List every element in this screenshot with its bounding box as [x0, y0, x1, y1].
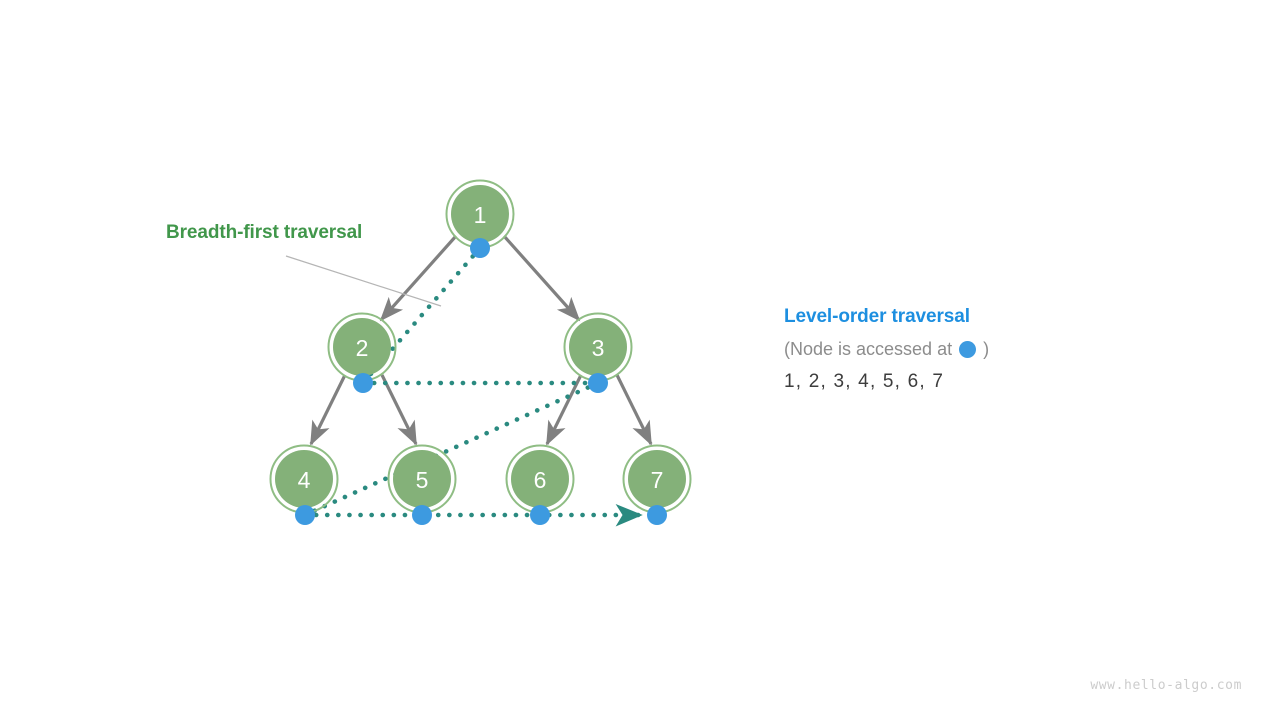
node-2-label: 2 — [356, 335, 369, 361]
node-5-label: 5 — [416, 467, 429, 493]
edge-3-to-6 — [545, 374, 583, 446]
access-dot-node-6-icon — [530, 505, 550, 525]
blue-access-dot-icon — [959, 341, 977, 358]
access-dot-node-1-icon — [470, 238, 490, 258]
node-3-label: 3 — [592, 335, 605, 361]
tree-edges — [309, 234, 653, 446]
node-6-label: 6 — [534, 467, 547, 493]
node-4-label: 4 — [298, 467, 311, 493]
edge-1-to-3 — [502, 234, 581, 322]
node-7-fill — [628, 450, 686, 508]
access-dot-node-5-icon — [412, 505, 432, 525]
legend-traversal-sequence: 1, 2, 3, 4, 5, 6, 7 — [784, 371, 945, 392]
tree-node-7[interactable]: 7 — [622, 444, 692, 514]
path-3-to-4 — [302, 380, 601, 518]
path-1-to-2 — [360, 245, 483, 386]
tree-node-2[interactable]: 2 — [327, 312, 397, 382]
breadth-first-traversal-label: Breadth-first traversal — [166, 222, 363, 243]
access-dot-node-4-icon — [295, 505, 315, 525]
access-dot-node-7-icon — [647, 505, 667, 525]
edge-2-to-4 — [309, 374, 347, 446]
legend-subtitle-after: ) — [983, 339, 990, 359]
node-3-fill — [569, 318, 627, 376]
node-7-label: 7 — [651, 467, 664, 493]
tree-node-4[interactable]: 4 — [269, 444, 339, 514]
access-dots — [295, 238, 667, 525]
node-2-fill — [333, 318, 391, 376]
bfs-label-leader-line — [285, 255, 442, 307]
edge-1-to-2 — [379, 234, 458, 322]
edge-2-to-5 — [380, 374, 418, 446]
watermark: www.hello-algo.com — [1090, 678, 1242, 693]
tree-nodes: 1 2 3 4 5 — [269, 179, 692, 514]
legend-panel: Level-order traversal (Node is accessed … — [784, 306, 1204, 393]
tree-node-6[interactable]: 6 — [505, 444, 575, 514]
node-4-fill — [275, 450, 333, 508]
node-1-fill — [451, 185, 509, 243]
access-dot-node-2-icon — [353, 373, 373, 393]
node-1-label: 1 — [474, 202, 487, 228]
legend-subtitle-before: (Node is accessed at — [784, 339, 953, 359]
access-dot-node-3-icon — [588, 373, 608, 393]
edge-3-to-7 — [615, 374, 653, 446]
node-5-fill — [393, 450, 451, 508]
node-6-fill — [511, 450, 569, 508]
legend-title: Level-order traversal — [784, 306, 970, 327]
tree-node-3[interactable]: 3 — [563, 312, 633, 382]
legend-subtitle: (Node is accessed at ) — [784, 339, 1204, 360]
traversal-path — [302, 245, 643, 527]
tree-node-5[interactable]: 5 — [387, 444, 457, 514]
tree-node-1[interactable]: 1 — [445, 179, 515, 249]
